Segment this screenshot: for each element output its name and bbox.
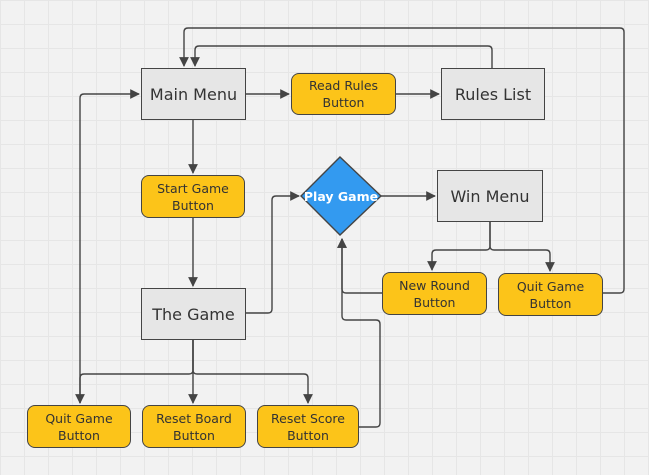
start-game-button[interactable]: Start Game Button bbox=[141, 175, 245, 218]
edge-reset-score-to-play-game bbox=[337, 238, 381, 428]
new-round-button[interactable]: New Round Button bbox=[382, 272, 487, 315]
edge-new-round-to-play-game bbox=[337, 238, 382, 294]
quit-game-button-win[interactable]: Quit Game Button bbox=[498, 273, 603, 316]
play-game-label: Play Game bbox=[303, 188, 379, 204]
edge-the-game-to-play-game bbox=[246, 191, 300, 314]
read-rules-button[interactable]: Read Rules Button bbox=[291, 73, 396, 115]
reset-board-button-label: Reset Board Button bbox=[156, 410, 232, 443]
play-game-diamond-shape bbox=[300, 156, 383, 236]
edge-win-menu-to-quit-game bbox=[489, 222, 555, 272]
edge-rules-list-to-main-menu bbox=[190, 45, 493, 68]
read-rules-button-label: Read Rules Button bbox=[308, 78, 379, 110]
main-menu-box[interactable]: Main Menu bbox=[141, 68, 246, 120]
edge-win-menu-to-new-round bbox=[427, 222, 491, 271]
reset-score-button-label: Reset Score Button bbox=[271, 410, 345, 443]
edge-quit-win-to-main-menu bbox=[179, 27, 625, 294]
new-round-button-label: New Round Button bbox=[399, 277, 470, 310]
win-menu-label: Win Menu bbox=[450, 186, 530, 206]
rules-list-box[interactable]: Rules List bbox=[441, 68, 545, 120]
edge-quit-game-to-main-menu bbox=[79, 89, 140, 403]
main-menu-label: Main Menu bbox=[149, 84, 238, 104]
the-game-label: The Game bbox=[152, 304, 235, 324]
start-game-button-label: Start Game Button bbox=[157, 180, 229, 213]
reset-board-button[interactable]: Reset Board Button bbox=[142, 405, 246, 448]
quit-game-button-win-label: Quit Game Button bbox=[516, 278, 585, 311]
win-menu-box[interactable]: Win Menu bbox=[437, 170, 543, 222]
edge-the-game-to-quit-game bbox=[75, 340, 194, 404]
reset-score-button[interactable]: Reset Score Button bbox=[257, 405, 359, 448]
quit-game-button-game[interactable]: Quit Game Button bbox=[27, 405, 131, 448]
edge-the-game-to-reset-score bbox=[192, 340, 313, 404]
rules-list-label: Rules List bbox=[454, 84, 532, 104]
play-game-decision[interactable]: Play Game bbox=[301, 157, 381, 235]
quit-game-button-game-label: Quit Game Button bbox=[45, 410, 113, 443]
the-game-box[interactable]: The Game bbox=[141, 288, 246, 340]
